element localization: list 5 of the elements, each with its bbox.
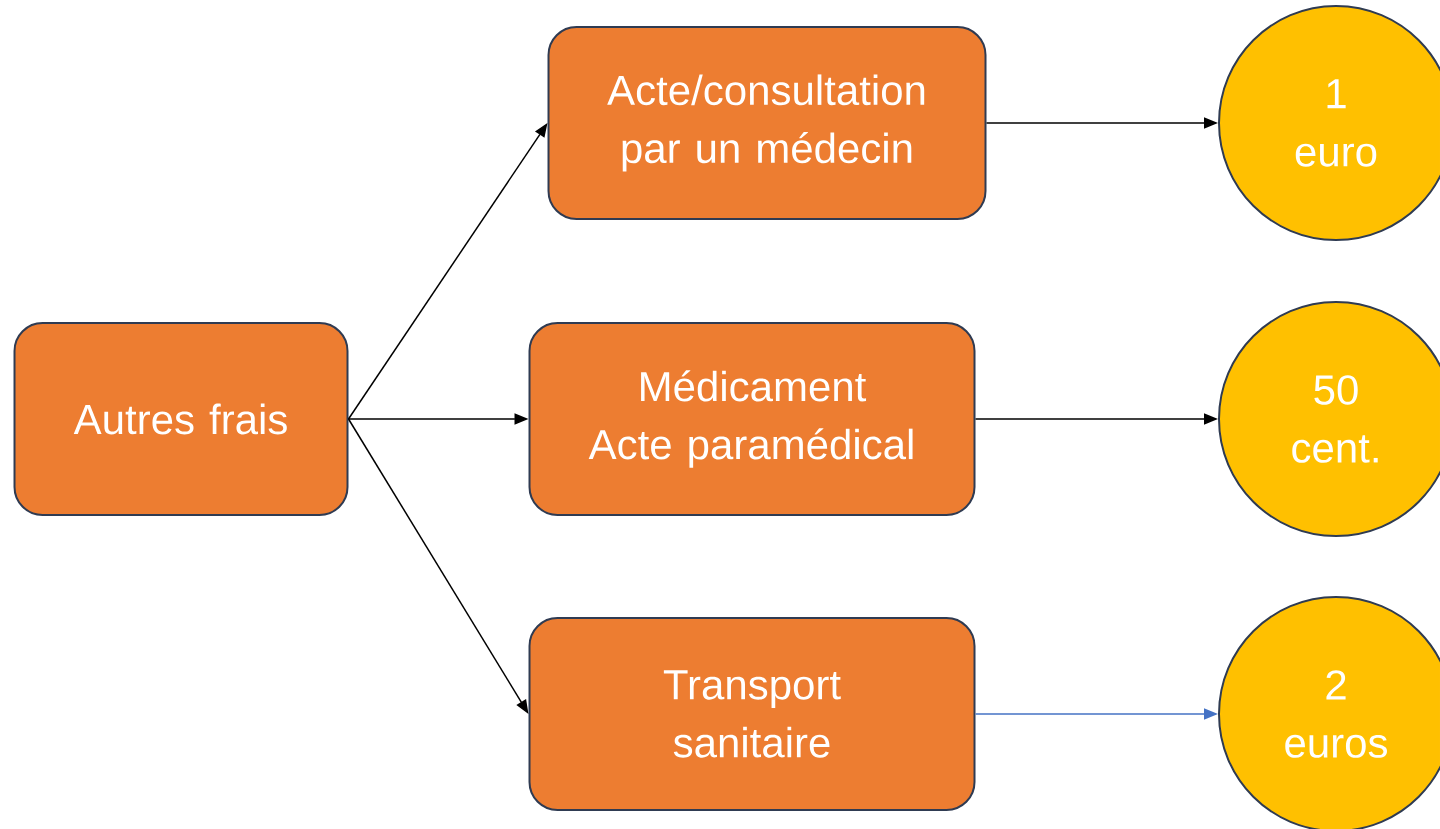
category-box: Médicament Acte paramédical: [528, 322, 976, 516]
category-box: Transport sanitaire: [528, 617, 976, 811]
arrow: [347, 123, 548, 420]
category-box: Acte/consultation par un médecin: [547, 26, 987, 220]
category-box: Autres frais: [13, 322, 349, 516]
